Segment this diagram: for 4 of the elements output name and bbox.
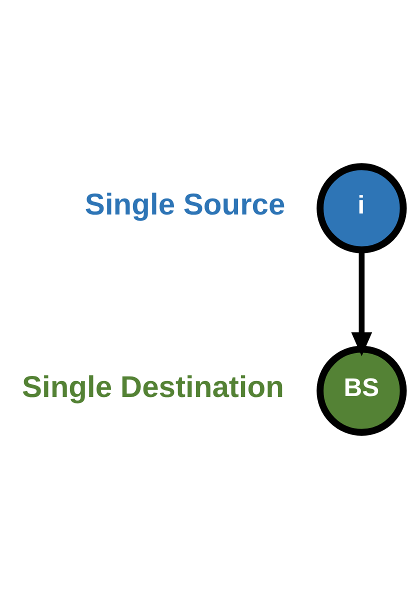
node-circle: BS	[316, 346, 407, 436]
node-circle: i	[316, 163, 407, 254]
node-label: Single Source	[84, 188, 286, 222]
node-label: Single Destination	[22, 370, 284, 404]
